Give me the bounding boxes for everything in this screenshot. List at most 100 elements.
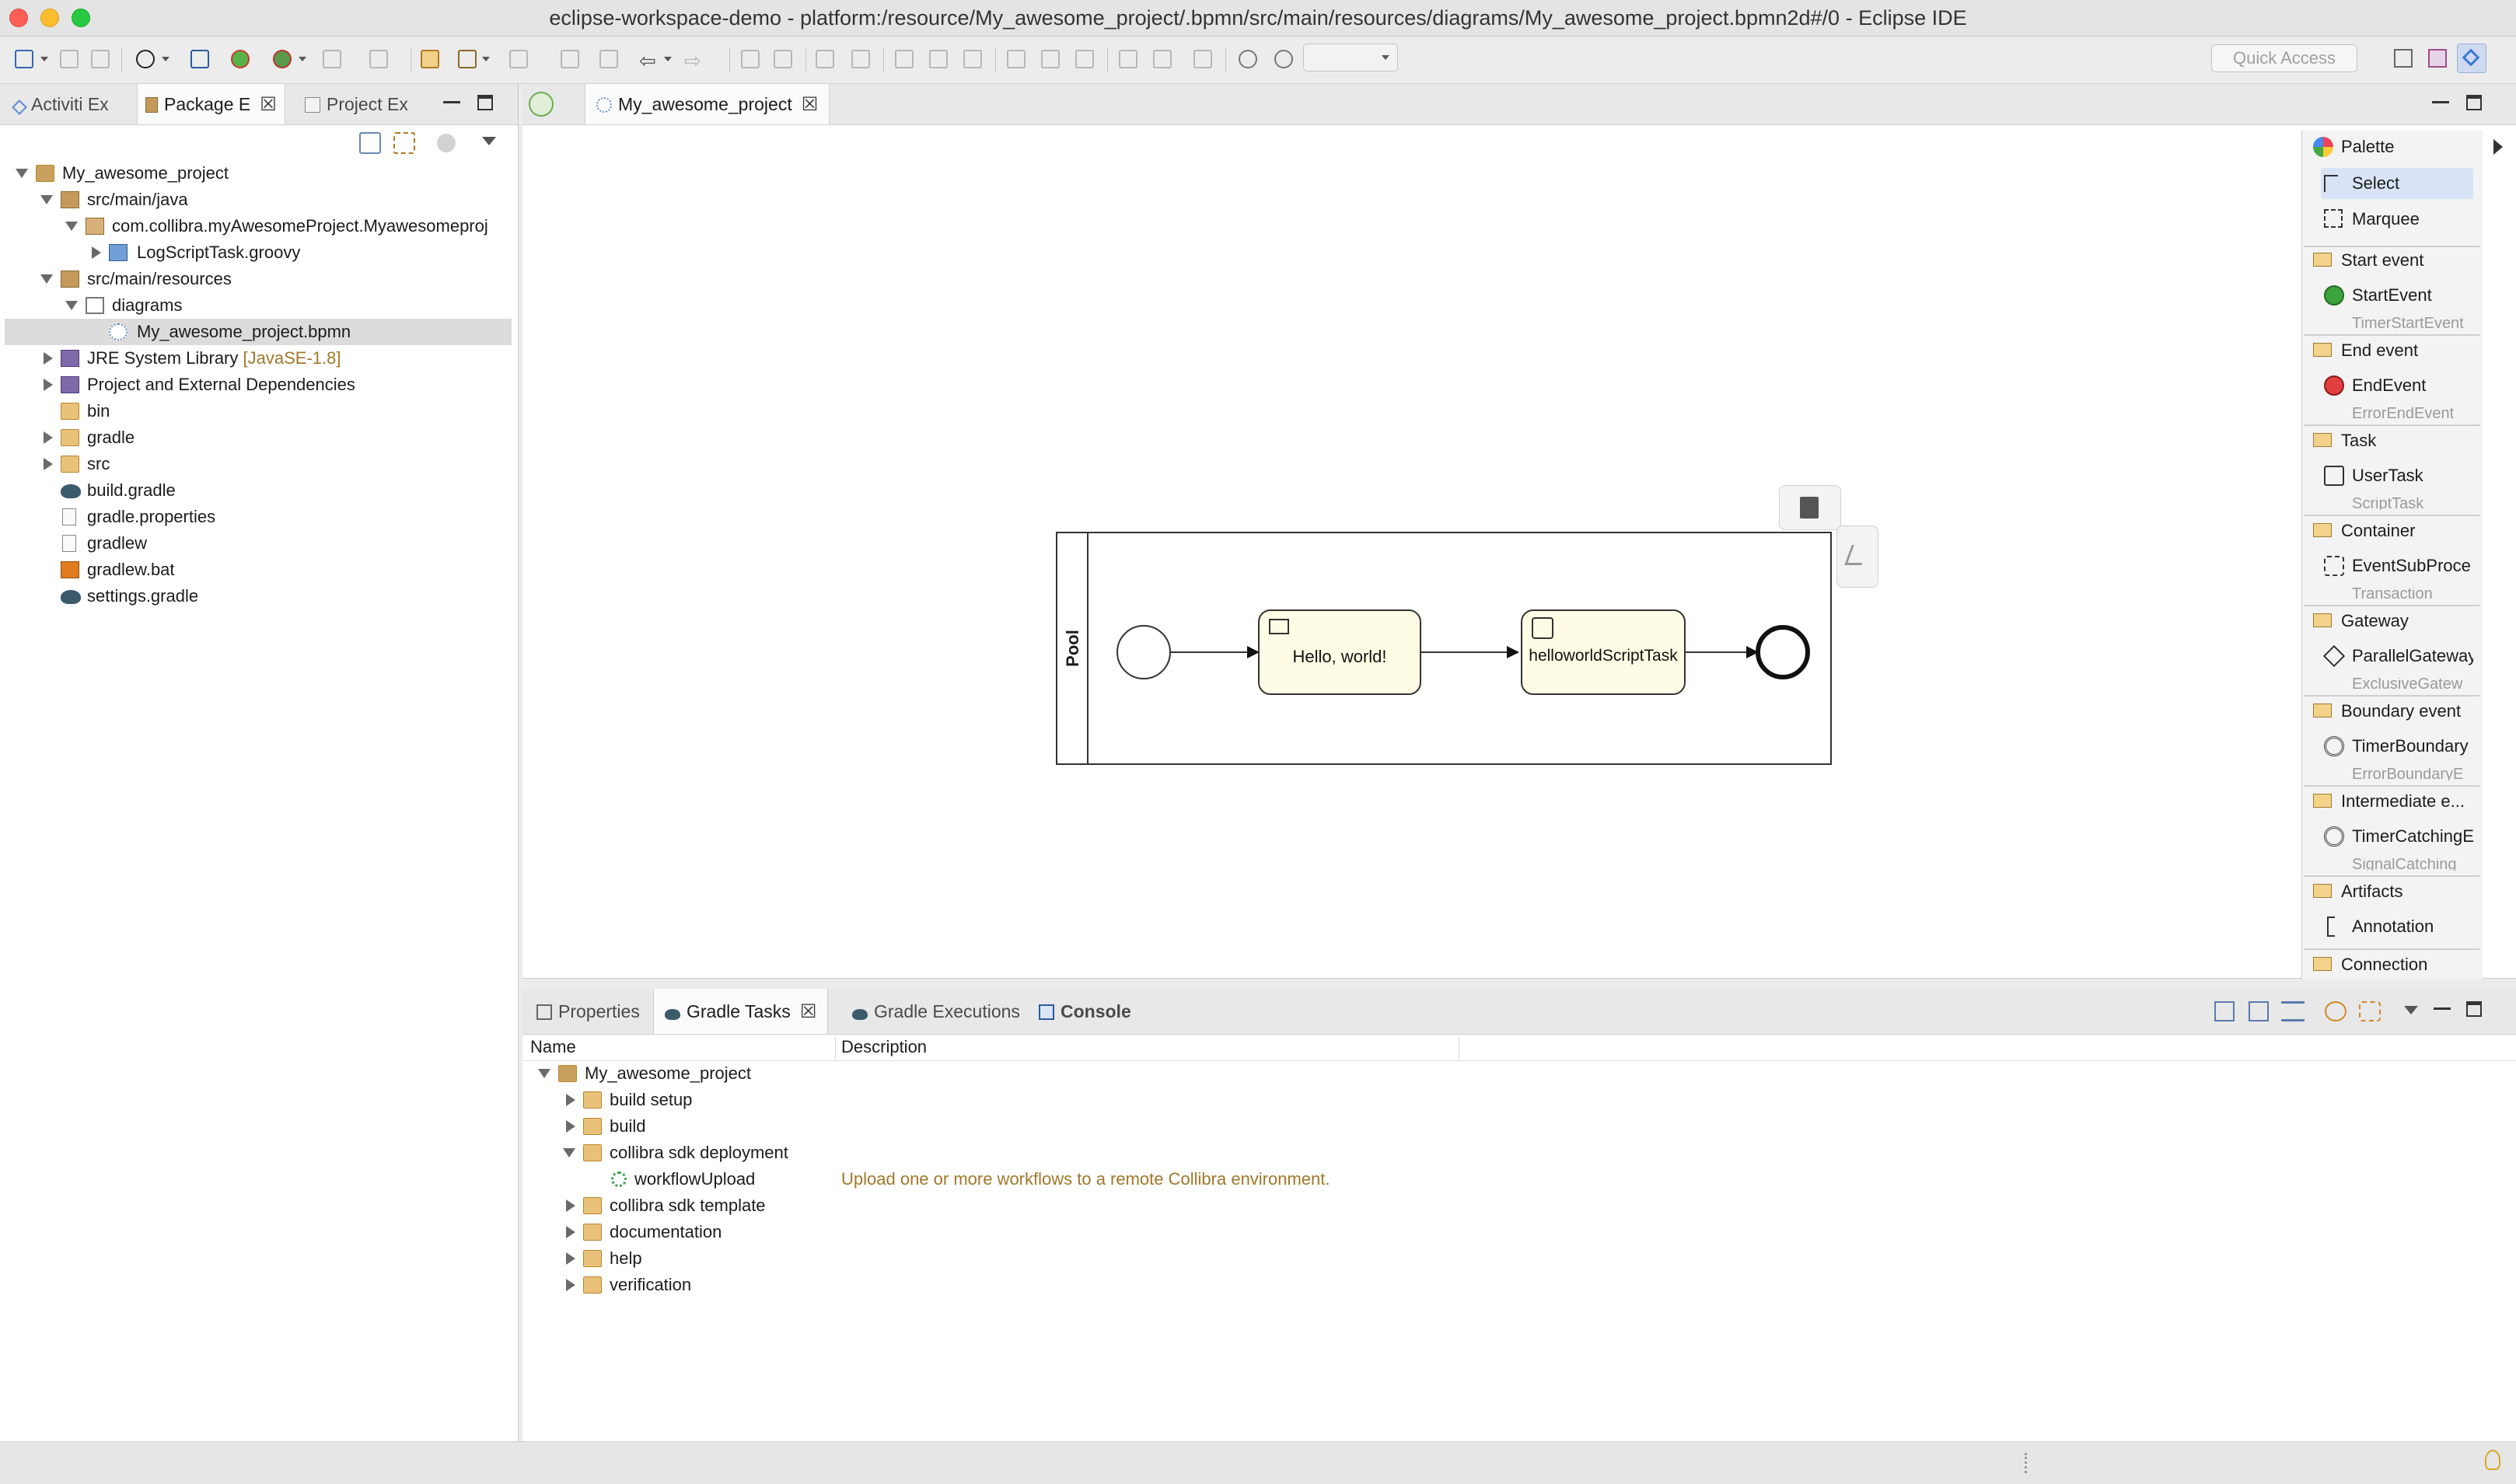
palette-drawer[interactable]: Task — [2313, 428, 2469, 454]
chevron-down-icon[interactable] — [40, 195, 53, 204]
zoom-out-icon[interactable] — [1235, 46, 1261, 72]
palette-item[interactable]: StartEvent — [2321, 280, 2473, 311]
tree-item[interactable]: diagrams — [0, 292, 513, 319]
new-icon[interactable] — [11, 46, 37, 72]
expand-all-icon[interactable] — [2214, 1001, 2235, 1021]
column-header-name[interactable]: Name — [530, 1037, 576, 1056]
tab-my-awesome-project[interactable]: My_awesome_project☒ — [585, 84, 830, 124]
chevron-right-icon[interactable] — [92, 246, 101, 259]
close-icon[interactable]: ☒ — [799, 1001, 817, 1022]
copy-icon[interactable] — [812, 46, 838, 72]
chevron-right-icon[interactable] — [44, 458, 53, 470]
tree-item[interactable]: build.gradle — [0, 477, 513, 504]
chevron-right-icon[interactable] — [566, 1226, 575, 1238]
focus-icon[interactable] — [437, 134, 456, 152]
zoom-combo[interactable] — [1303, 44, 1398, 72]
forward-icon[interactable]: ⇨ — [684, 49, 701, 72]
debug-icon[interactable] — [269, 46, 295, 72]
grid-icon[interactable] — [1190, 46, 1216, 72]
back-icon[interactable]: ⇦ — [639, 49, 656, 72]
zoom-window-button[interactable] — [72, 9, 90, 27]
chevron-right-icon[interactable] — [566, 1199, 575, 1212]
table-row[interactable]: build setup — [522, 1087, 2513, 1113]
end-event[interactable] — [1756, 625, 1810, 679]
match-height-icon[interactable] — [1149, 46, 1176, 72]
table-row[interactable]: help — [522, 1245, 2513, 1272]
tab-gradle-tasks[interactable]: Gradle Tasks☒ — [653, 989, 829, 1034]
maximize-icon[interactable] — [477, 95, 493, 110]
tree-item[interactable]: Project and External Dependencies — [0, 372, 513, 398]
profile-icon[interactable] — [132, 46, 159, 72]
palette-item[interactable]: UserTask — [2321, 460, 2473, 491]
pool[interactable]: Pool — [1056, 532, 1832, 765]
palette-item[interactable]: ParallelGateway — [2321, 641, 2473, 672]
palette-drawer[interactable]: Container — [2313, 518, 2469, 544]
chevron-right-icon[interactable] — [44, 379, 53, 391]
align-bottom-icon[interactable] — [1071, 46, 1098, 72]
new-dropdown-icon[interactable] — [40, 57, 48, 61]
trash-icon[interactable] — [1800, 497, 1819, 519]
tree-item[interactable]: src/main/resources — [0, 266, 513, 292]
palette-item[interactable]: TimerCatchingE — [2321, 821, 2473, 852]
activiti-perspective-icon[interactable] — [2457, 44, 2486, 73]
save-icon[interactable] — [56, 46, 82, 72]
search-icon[interactable] — [454, 46, 480, 72]
wrench-icon[interactable] — [1844, 545, 1869, 565]
tree-item[interactable]: src — [0, 451, 513, 477]
chevron-right-icon[interactable] — [44, 431, 53, 444]
palette-item[interactable]: Annotation — [2321, 911, 2473, 942]
align-right-icon[interactable] — [959, 46, 986, 72]
tab-package-explorer[interactable]: Package E☒ — [137, 84, 285, 124]
chevron-down-icon[interactable] — [65, 222, 78, 231]
table-row[interactable]: documentation — [522, 1219, 2513, 1245]
minimize-icon[interactable] — [443, 101, 460, 103]
palette-item-partial[interactable]: TimerStartEvent — [2352, 317, 2464, 330]
debug-dropdown-icon[interactable] — [299, 57, 306, 61]
palette-drawer[interactable]: Intermediate e... — [2313, 788, 2469, 815]
table-row[interactable]: collibra sdk deployment — [522, 1140, 2513, 1166]
refresh-icon[interactable] — [2325, 1001, 2347, 1021]
tree-item[interactable]: JRE System Library [JavaSE-1.8] — [0, 345, 513, 372]
quick-access-input[interactable]: Quick Access — [2211, 44, 2357, 72]
tree-item[interactable]: gradle — [0, 424, 513, 451]
tree-item[interactable]: gradle.properties — [0, 504, 513, 530]
activiti-icon[interactable] — [227, 46, 253, 72]
match-width-icon[interactable] — [1115, 46, 1141, 72]
chevron-right-icon[interactable] — [566, 1252, 575, 1265]
palette-item[interactable]: EndEvent — [2321, 370, 2473, 401]
view-menu-icon[interactable] — [2404, 1006, 2418, 1014]
palette-item-partial[interactable]: ErrorEndEvent — [2352, 407, 2455, 420]
external-tools-icon[interactable] — [365, 46, 392, 72]
link-icon[interactable] — [2359, 1001, 2381, 1021]
view-menu-icon[interactable] — [482, 137, 496, 145]
chevron-down-icon[interactable] — [563, 1148, 575, 1158]
save-all-icon[interactable] — [87, 46, 114, 72]
minimize-window-button[interactable] — [40, 9, 59, 27]
filter-icon[interactable] — [2281, 1001, 2305, 1021]
close-window-button[interactable] — [9, 9, 28, 27]
sequence-flow[interactable] — [1171, 651, 1249, 653]
chevron-right-icon[interactable] — [44, 352, 53, 365]
user-task[interactable]: Hello, world! — [1258, 609, 1421, 695]
align-center-icon[interactable] — [925, 46, 952, 72]
pool-header[interactable]: Pool — [1057, 533, 1089, 763]
run-icon[interactable] — [319, 46, 345, 72]
table-row[interactable]: workflowUpload Upload one or more workfl… — [522, 1166, 2513, 1192]
chevron-right-icon[interactable] — [2493, 139, 2503, 155]
chevron-right-icon[interactable] — [566, 1120, 575, 1133]
table-row[interactable]: verification — [522, 1272, 2513, 1298]
tree-item[interactable]: settings.gradle — [0, 583, 513, 609]
tab-console[interactable]: Console — [1031, 989, 1139, 1034]
palette-item-partial[interactable]: ExclusiveGatew — [2352, 678, 2463, 690]
prev-annotation-icon[interactable] — [557, 46, 583, 72]
table-row[interactable]: collibra sdk template — [522, 1192, 2513, 1219]
chevron-right-icon[interactable] — [566, 1094, 575, 1106]
palette-drawer[interactable]: End event — [2313, 337, 2469, 364]
tab-properties[interactable]: Properties — [529, 989, 648, 1034]
open-perspective-icon[interactable] — [2390, 45, 2416, 72]
palette-item-partial[interactable]: ScriptTask — [2352, 498, 2424, 510]
close-icon[interactable]: ☒ — [260, 94, 277, 115]
chevron-down-icon[interactable] — [16, 169, 28, 178]
palette-drawer[interactable]: Start event — [2313, 247, 2469, 274]
undo-icon[interactable] — [737, 46, 764, 72]
